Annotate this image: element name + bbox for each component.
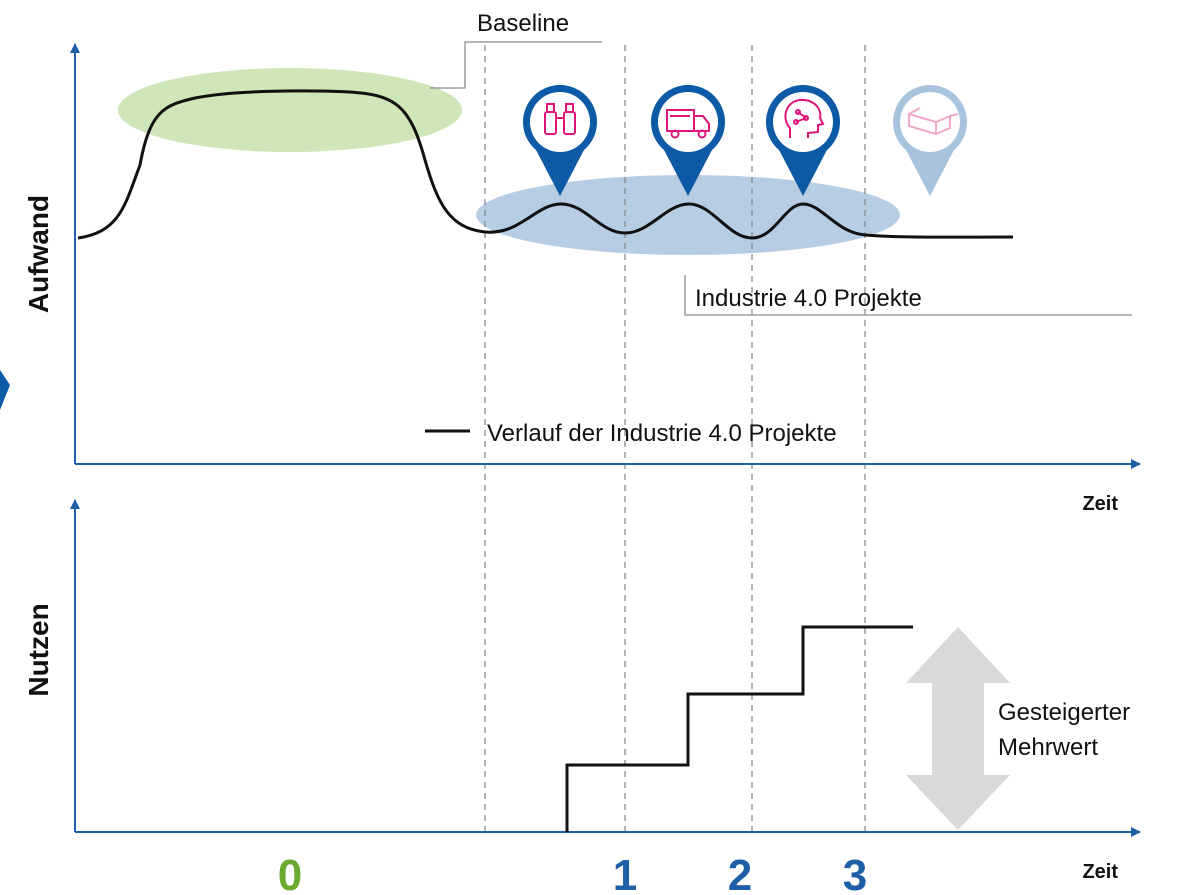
baseline-callout-line [430, 41, 602, 89]
baseline-label: Baseline [477, 10, 569, 37]
value-label-line2: Mehrwert [998, 734, 1098, 761]
effort-curve [77, 89, 1014, 240]
top-axes [70, 43, 1141, 469]
marker-vr-glasses [893, 85, 967, 196]
marker-ai-head [766, 85, 840, 196]
ai-head-icon [784, 98, 825, 138]
value-label-line1: Gesteigerter [998, 699, 1130, 726]
marker-binoculars [523, 85, 597, 196]
marker-truck [651, 85, 725, 196]
projects-callout-line [684, 275, 1132, 316]
top-y-axis-label: Aufwand [23, 195, 54, 313]
legend-label: Verlauf der Industrie 4.0 Projekte [487, 420, 837, 447]
projects-ellipse [476, 175, 900, 255]
phase-label-2: 2 [728, 851, 752, 895]
baseline-ellipse [118, 68, 462, 152]
projects-label: Industrie 4.0 Projekte [695, 285, 922, 312]
phase-label-0: 0 [278, 851, 302, 895]
phase-label-1: 1 [613, 851, 637, 895]
bottom-axes [70, 499, 1141, 837]
side-tab-arrow [0, 370, 10, 410]
value-increase-arrow [906, 627, 1010, 830]
phase-label-3: 3 [843, 851, 867, 895]
bottom-y-axis-label: Nutzen [23, 603, 54, 696]
top-x-axis-label: Zeit [1082, 493, 1118, 515]
benefit-step-line [565, 625, 913, 832]
bottom-x-axis-label: Zeit [1082, 861, 1118, 883]
vr-glasses-icon [908, 107, 959, 136]
binoculars-icon [544, 103, 576, 135]
truck-icon [666, 109, 710, 139]
